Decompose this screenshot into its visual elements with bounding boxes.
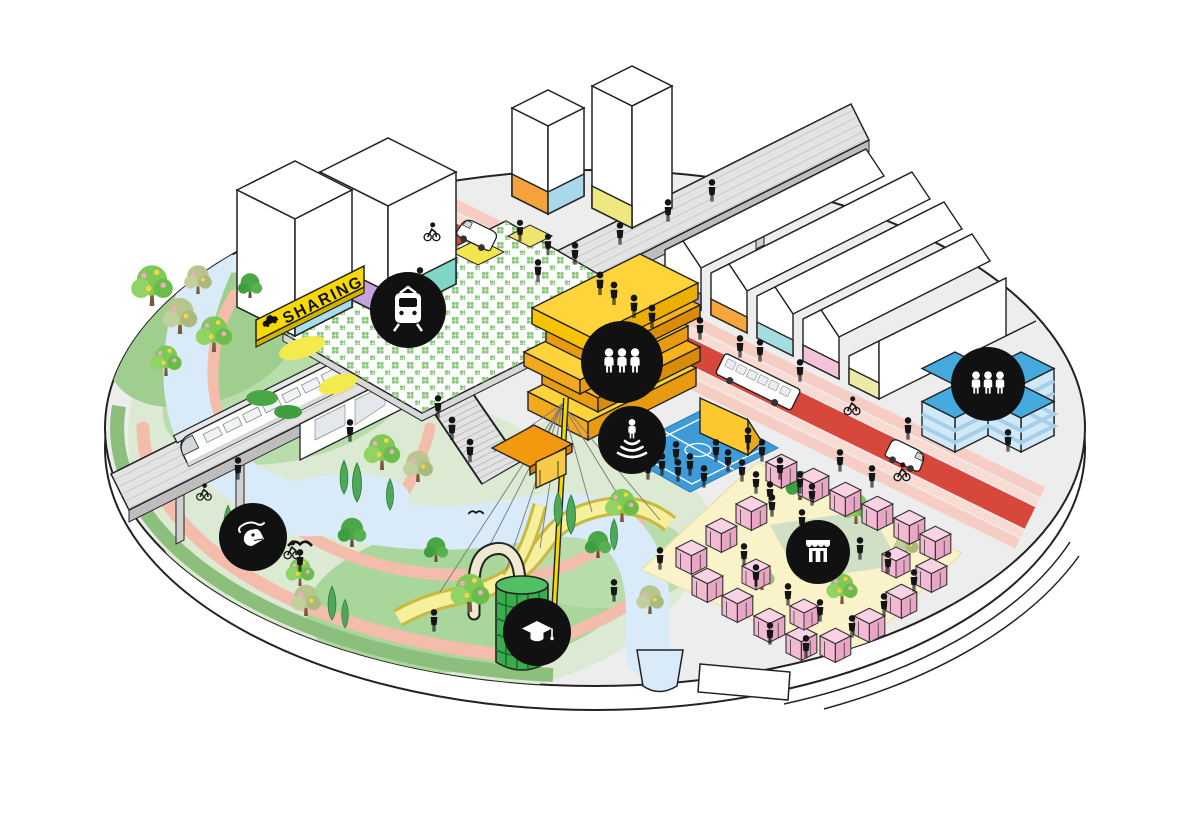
bird-icon: [219, 503, 287, 571]
bus: [715, 353, 801, 411]
waterfall: [636, 649, 684, 693]
warehouses: [664, 148, 1037, 401]
community-icon: [581, 321, 663, 403]
kiosk: [535, 446, 567, 490]
orange-canopy: [490, 424, 574, 490]
rim-step-arc: [783, 541, 1071, 705]
gabled-hall: [710, 171, 932, 335]
plinth-pink: [802, 343, 840, 381]
towers: [510, 65, 674, 230]
market-icon: [786, 520, 850, 584]
tower-block: [510, 89, 586, 216]
rim-step-arc: [823, 555, 1080, 710]
plinth-yellow: [591, 184, 633, 230]
tower-block: [590, 65, 674, 230]
healthcare-icon: [951, 347, 1025, 421]
plinth-cyan: [756, 320, 794, 358]
train-windshield: [180, 434, 200, 456]
gabled-hall: [756, 201, 964, 358]
river: [163, 240, 670, 678]
delivery-van: [456, 219, 498, 252]
rim-step-ledge: [697, 663, 791, 701]
event-icon: [598, 406, 666, 474]
education-icon: [503, 598, 571, 666]
car-icon: [262, 314, 279, 328]
plinth-orange: [710, 297, 748, 335]
tram-icon: [370, 272, 446, 348]
play-lawn: [246, 335, 358, 419]
plinth-cyan: [547, 172, 585, 216]
station: [281, 220, 647, 485]
sharing-hub-buildings: [235, 137, 458, 338]
vehicles: [456, 219, 925, 472]
delivery-van: [884, 439, 925, 472]
park-edge-band: [110, 404, 554, 682]
plinth-yellow: [848, 366, 880, 401]
gabled-hall: [802, 233, 992, 381]
annex-hall: [848, 276, 1037, 401]
